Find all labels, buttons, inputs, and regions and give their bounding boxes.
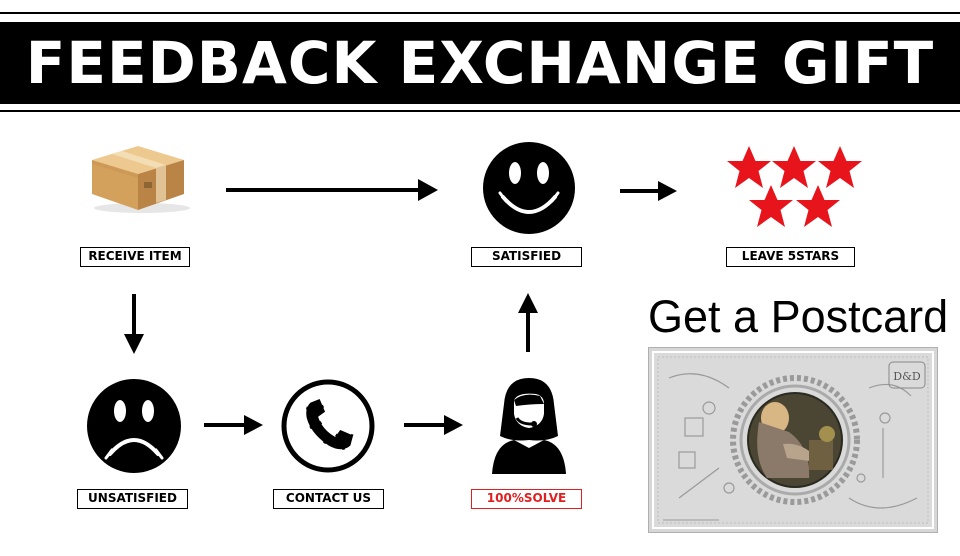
postcard-brand: D&D [893,370,921,383]
unsatisfied-label: UNSATISFIED [77,489,188,509]
postcard-title: Get a Postcard [648,291,949,342]
receive-item-label: RECEIVE ITEM [80,247,190,267]
contact-us-label: CONTACT US [273,489,384,509]
bottom-rule [0,110,960,112]
satisfied-label: SATISFIED [471,247,582,267]
solve-label: 100%SOLVE [471,489,582,509]
top-rule [0,12,960,14]
sad-face-icon [87,379,181,473]
leave-5stars-label: LEAVE 5STARS [726,247,855,267]
arrow-right-icon [404,415,463,435]
support-agent-icon [492,378,566,474]
postcard-image: D&D [648,347,938,533]
five-stars-icon [727,146,862,227]
arrow-down-icon [124,294,144,354]
arrow-up-icon [518,293,538,352]
arrow-right-icon [620,181,677,201]
page-banner: FEEDBACK EXCHANGE GIFT [0,22,960,104]
happy-face-icon [483,142,575,234]
arrow-right-icon [226,179,438,201]
phone-icon [281,379,375,473]
package-box-icon [92,146,190,213]
postcard-illustration: D&D [652,351,934,529]
arrow-right-icon [204,415,263,435]
